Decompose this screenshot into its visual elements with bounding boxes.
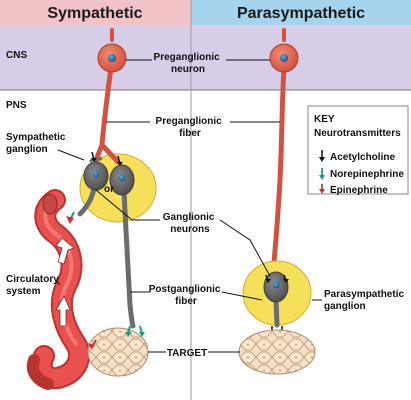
acetylcholine-arrowhead-icon — [283, 279, 289, 283]
acetylcholine-arrowhead-icon — [91, 158, 97, 162]
acetylcholine-arrowhead-icon — [117, 162, 123, 166]
acetylcholine-arrowhead-icon — [265, 279, 271, 283]
parasympathetic-target-tissue — [238, 329, 316, 375]
circulatory-system-label: Circulatory system — [6, 274, 62, 297]
key-title: KEY — [314, 114, 335, 125]
flow-arrow-icon — [55, 237, 75, 265]
pns-label: PNS — [6, 100, 27, 111]
preganglionic-neuron-label: Preganglionic neuron — [154, 52, 223, 75]
neurotransmitter-key: KEY Neurotransmitters Acetylcholine Nore… — [307, 105, 409, 196]
key-item-acetylcholine: Acetylcholine — [319, 150, 395, 163]
epinephrine-arrowhead-icon — [88, 343, 95, 349]
parasympathetic-ganglionic-neuron — [263, 271, 289, 335]
or-label: or — [104, 184, 114, 195]
sympathetic-preganglionic-neuron — [93, 28, 127, 165]
target-label: TARGET — [167, 348, 207, 359]
parasympathetic-title: Parasympathetic — [237, 5, 365, 22]
sympathetic-title: Sympathetic — [47, 5, 142, 22]
norepinephrine-arrowhead-icon — [139, 332, 145, 337]
sympathetic-ganglionic-neuron-right — [109, 164, 136, 329]
flow-arrow-icon — [55, 295, 71, 327]
ganglionic-neurons-label: Ganglionic neurons — [163, 212, 217, 235]
sympathetic-ganglion-label: Sympathetic ganglion — [6, 132, 68, 155]
cns-region — [0, 25, 411, 90]
preganglionic-fiber-label: Preganglionic fiber — [156, 116, 225, 139]
blood-vessel — [26, 189, 91, 390]
norepinephrine-arrowhead-icon — [125, 332, 132, 337]
parasympathetic-ganglion-label: Parasympathetic ganglion — [324, 289, 407, 312]
key-item-epinephrine: Epinephrine — [319, 184, 388, 196]
epinephrine-arrowhead-icon — [66, 216, 74, 224]
key-item-label: Acetylcholine — [330, 152, 395, 163]
sympathetic-ganglionic-neuron-left — [77, 156, 109, 217]
key-subtitle: Neurotransmitters — [314, 128, 401, 139]
key-item-label: Epinephrine — [330, 185, 388, 196]
key-item-norepinephrine: Norepinephrine — [319, 168, 404, 180]
sympathetic-target-tissue — [87, 327, 149, 377]
sympathetic-header: Sympathetic — [0, 0, 191, 25]
cns-label: CNS — [6, 50, 27, 61]
key-item-label: Norepinephrine — [330, 169, 404, 180]
postganglionic-fiber-label: Postganglionic fiber — [149, 284, 223, 307]
parasympathetic-header: Parasympathetic — [191, 0, 411, 25]
parasympathetic-preganglionic-neuron — [265, 28, 299, 275]
